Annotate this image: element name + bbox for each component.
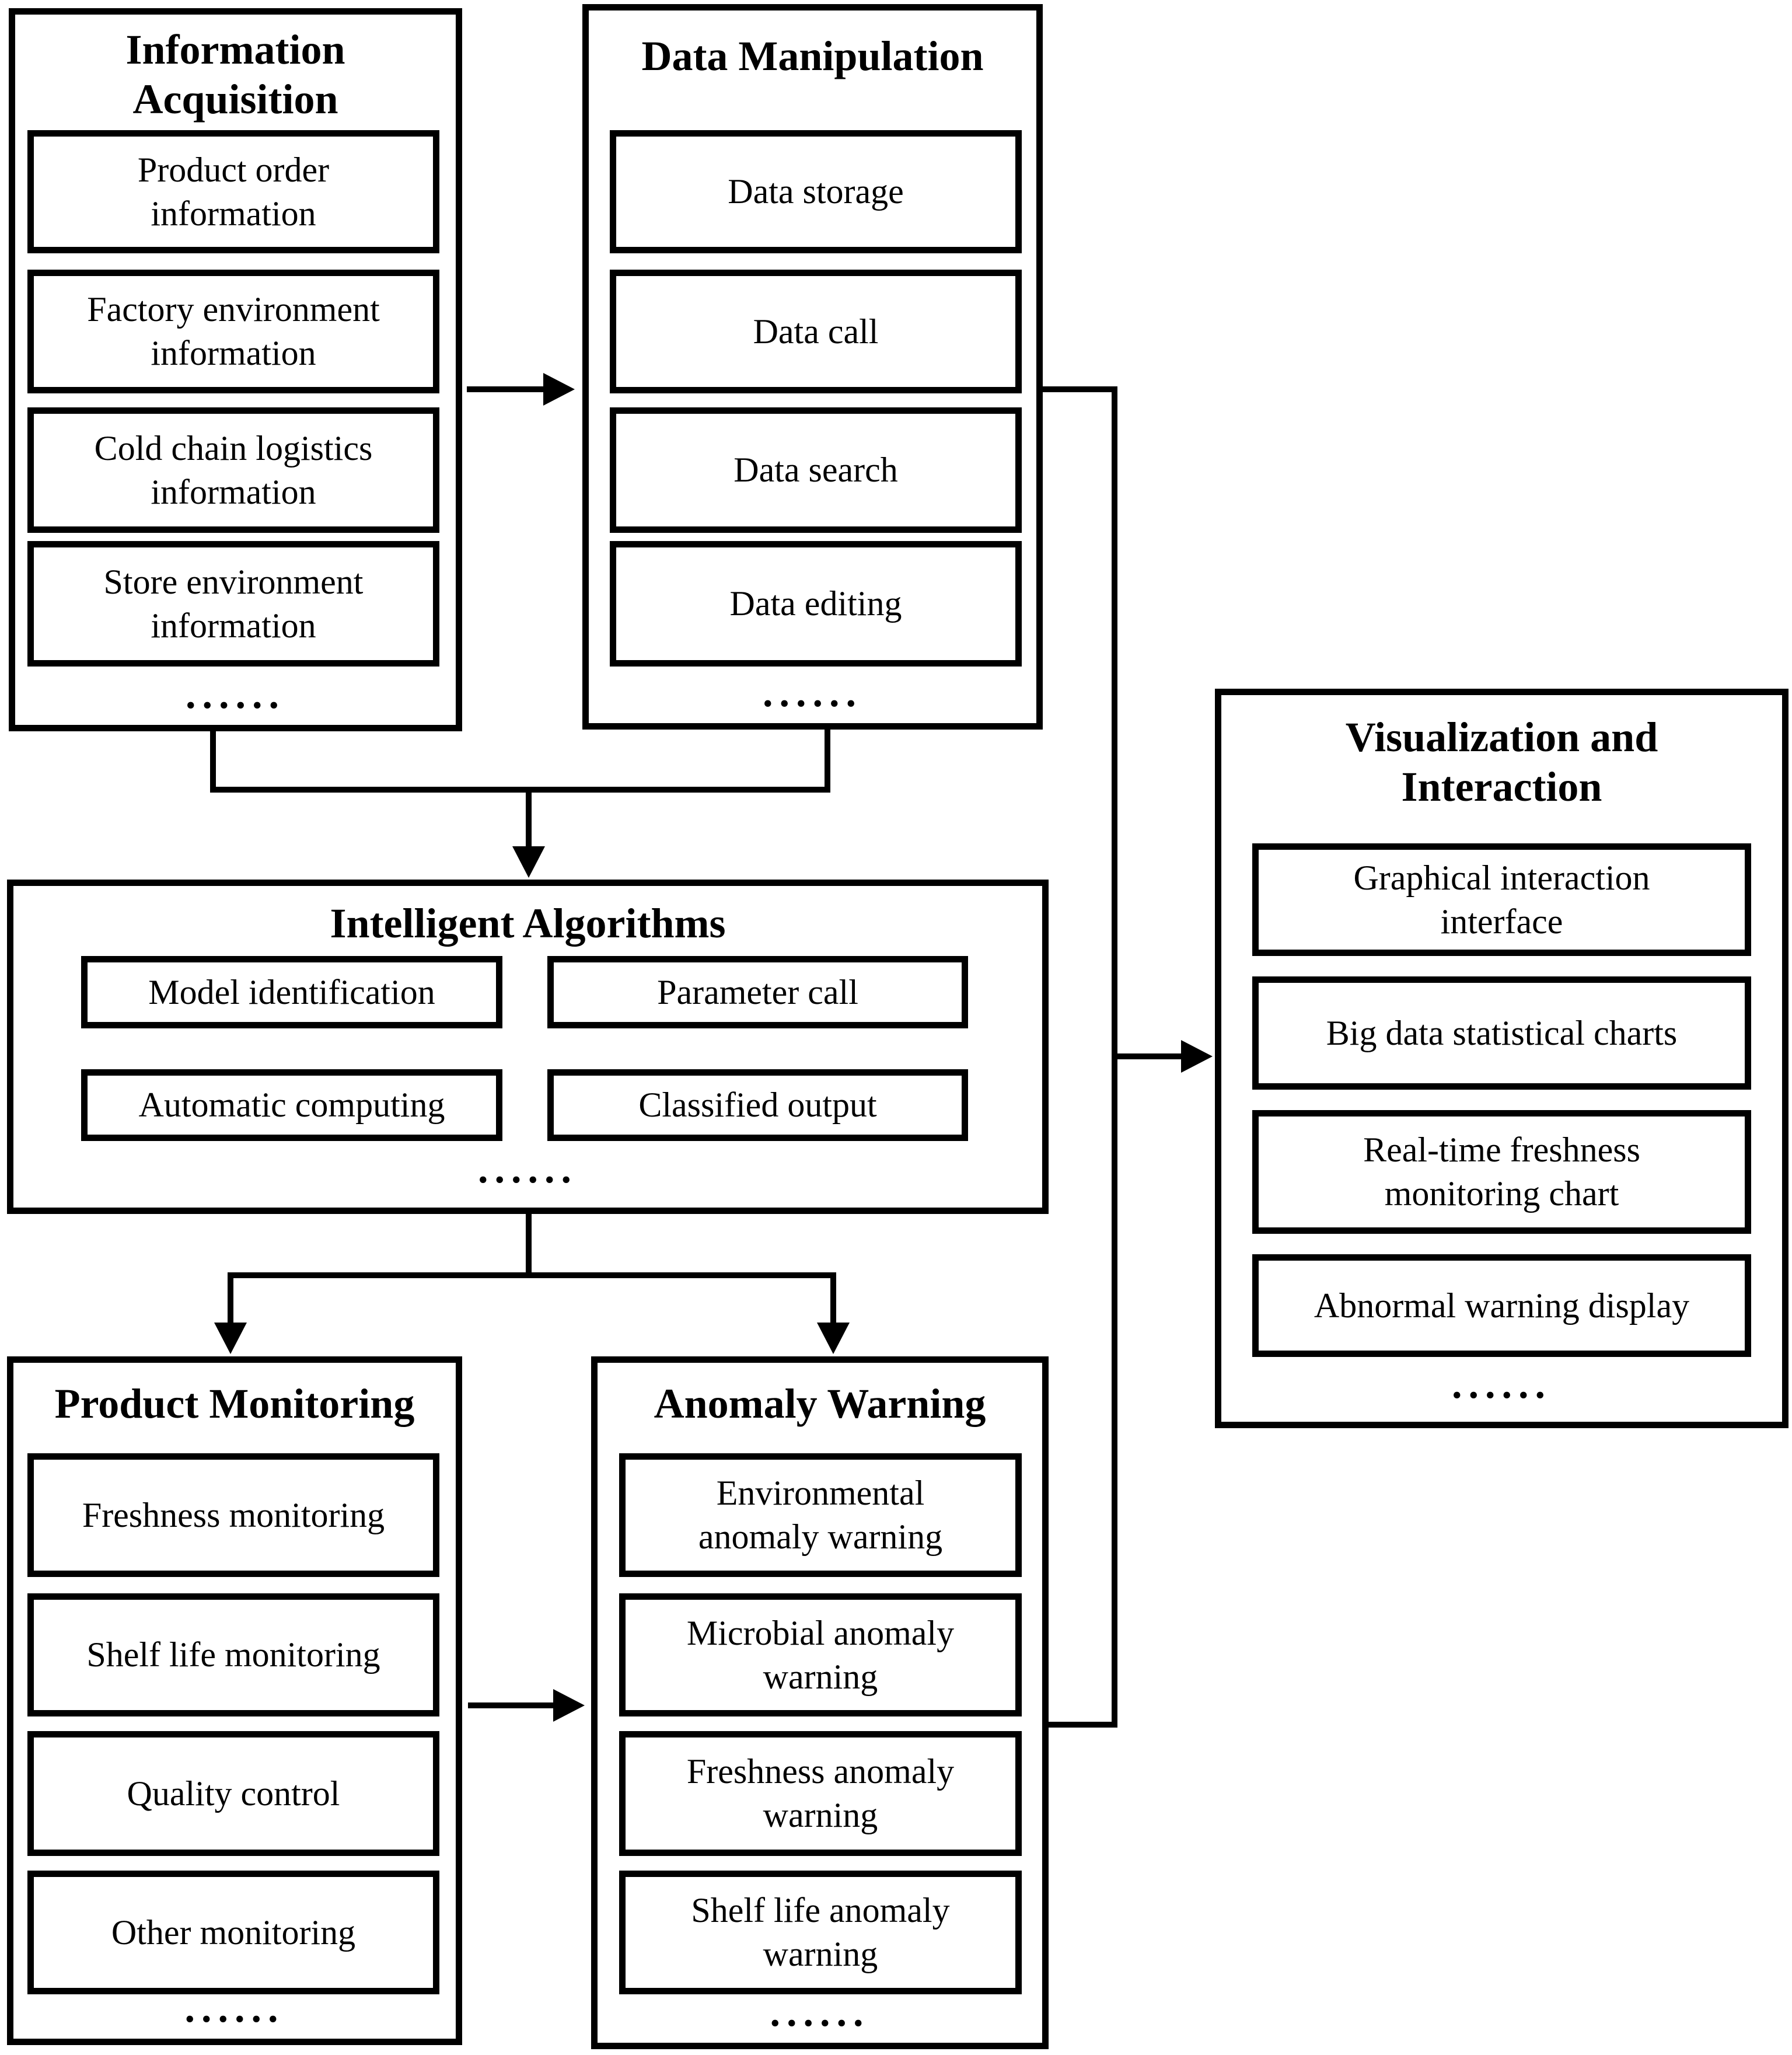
connector-split-horizontal bbox=[228, 1272, 836, 1278]
list-item: Classified output bbox=[547, 1069, 968, 1141]
list-item: Quality control bbox=[27, 1731, 439, 1856]
ellipsis-dots: ...... bbox=[763, 671, 862, 716]
list-item: Shelf life anomaly warning bbox=[619, 1871, 1022, 1994]
list-item: Data editing bbox=[610, 541, 1022, 667]
information-acquisition-box: Information Acquisition Product order in… bbox=[9, 8, 462, 731]
list-item: Abnormal warning display bbox=[1252, 1254, 1751, 1357]
connector-to-pm-shaft bbox=[228, 1272, 233, 1325]
connector-to-vis-shaft bbox=[1115, 1053, 1182, 1059]
section-title: Product Monitoring bbox=[54, 1380, 415, 1427]
list-item: Big data statistical charts bbox=[1252, 976, 1751, 1090]
connector-dm-right-stub bbox=[1043, 386, 1115, 392]
list-item: Microbial anomaly warning bbox=[619, 1593, 1022, 1716]
ellipsis-dots: ...... bbox=[184, 1986, 285, 2031]
section-title: Intelligent Algorithms bbox=[330, 900, 726, 947]
section-title: Anomaly Warning bbox=[654, 1380, 986, 1427]
list-item: Model identification bbox=[81, 956, 502, 1028]
connector-aw-right-stub bbox=[1049, 1722, 1114, 1728]
list-item: Automatic computing bbox=[81, 1069, 502, 1141]
list-item: Environmental anomaly warning bbox=[619, 1453, 1022, 1577]
list-item: Data storage bbox=[610, 130, 1022, 253]
section-title: Visualization and Interaction bbox=[1345, 714, 1658, 810]
connector-dm-down-stub bbox=[825, 730, 830, 793]
connector-ia-down-stub bbox=[210, 731, 216, 793]
arrowhead-down-icon bbox=[214, 1323, 247, 1354]
arrowhead-right-icon bbox=[1181, 1040, 1213, 1073]
list-item: Factory environment information bbox=[27, 270, 439, 393]
connector-pm-to-aw-shaft bbox=[468, 1702, 556, 1708]
list-item: Product order information bbox=[27, 130, 439, 253]
list-item: Data search bbox=[610, 407, 1022, 533]
list-item: Cold chain logistics information bbox=[27, 407, 439, 533]
visualization-interaction-box: Visualization and Interaction Graphical … bbox=[1215, 689, 1788, 1428]
list-item: Freshness monitoring bbox=[27, 1453, 439, 1577]
ellipsis-dots: ...... bbox=[478, 1147, 578, 1192]
connector-ia-to-dm-shaft bbox=[467, 386, 546, 392]
ellipsis-dots: ...... bbox=[186, 672, 285, 717]
list-item: Graphical interaction interface bbox=[1252, 843, 1751, 956]
anomaly-warning-box: Anomaly Warning Environmental anomaly wa… bbox=[591, 1356, 1049, 2049]
arrowhead-right-icon bbox=[543, 373, 575, 406]
connector-to-aw-shaft bbox=[830, 1272, 836, 1325]
connector-alg-down-stub bbox=[526, 1214, 532, 1278]
section-title: Information Acquisition bbox=[125, 26, 345, 123]
list-item: Store environment information bbox=[27, 541, 439, 667]
list-item: Other monitoring bbox=[27, 1871, 439, 1994]
product-monitoring-box: Product Monitoring Freshness monitoring … bbox=[7, 1356, 462, 2045]
ellipsis-dots: ...... bbox=[1452, 1362, 1552, 1407]
connector-merge-horizontal bbox=[210, 787, 830, 793]
data-manipulation-box: Data Manipulation Data storage Data call… bbox=[582, 4, 1043, 730]
list-item: Shelf life monitoring bbox=[27, 1593, 439, 1716]
arrowhead-right-icon bbox=[553, 1689, 585, 1722]
ellipsis-dots: ...... bbox=[770, 1990, 870, 2035]
arrowhead-down-icon bbox=[512, 846, 545, 878]
connector-to-alg-shaft bbox=[526, 787, 532, 848]
list-item: Real-time freshness monitoring chart bbox=[1252, 1110, 1751, 1234]
arrowhead-down-icon bbox=[817, 1323, 850, 1354]
list-item: Parameter call bbox=[547, 956, 968, 1028]
list-item: Freshness anomaly warning bbox=[619, 1731, 1022, 1856]
section-title: Data Manipulation bbox=[641, 33, 984, 79]
list-item: Data call bbox=[610, 270, 1022, 393]
intelligent-algorithms-box: Intelligent Algorithms Model identificat… bbox=[7, 880, 1049, 1214]
